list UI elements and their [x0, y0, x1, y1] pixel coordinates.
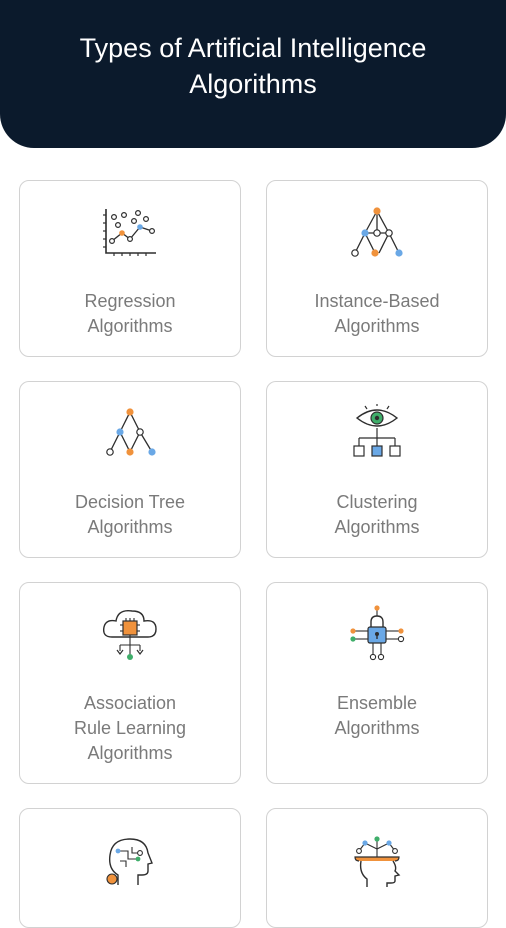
card-label: Ensemble Algorithms	[334, 693, 420, 738]
decision-tree-icon	[106, 408, 156, 456]
network-tree-icon	[351, 207, 403, 257]
page-title: Types of Artificial Intelligence Algorit…	[79, 33, 427, 99]
card-ensemble-algorithms[interactable]: Ensemble Algorithms	[266, 582, 488, 784]
card-instance-based-algorithms[interactable]: Instance-Based Algorithms	[266, 180, 488, 357]
scatter-plot-icon	[103, 209, 156, 256]
cloud-chip-icon	[102, 610, 157, 660]
brain-head-icon	[106, 838, 153, 885]
header-bar: Types of Artificial Intelligence Algorit…	[0, 0, 506, 148]
open-head-network-icon	[354, 836, 401, 887]
card-label: Regression Algorithms	[84, 291, 176, 336]
card-clustering-algorithms[interactable]: Clustering Algorithms	[266, 381, 488, 558]
card-brain-head[interactable]	[19, 808, 241, 928]
card-open-head-network[interactable]	[266, 808, 488, 928]
eye-hierarchy-icon	[353, 404, 401, 457]
lock-circuit-icon	[350, 605, 405, 661]
card-label: Decision Tree Algorithms	[74, 492, 186, 537]
card-decision-tree-algorithms[interactable]: Decision Tree Algorithms	[19, 381, 241, 558]
card-label: Clustering Algorithms	[334, 492, 420, 537]
card-label: Instance-Based Algorithms	[314, 291, 440, 336]
card-regression-algorithms[interactable]: Regression Algorithms	[19, 180, 241, 357]
card-association-rule-learning-algorithms[interactable]: Association Rule Learning Algorithms	[19, 582, 241, 784]
card-label: Association Rule Learning Algorithms	[73, 693, 187, 763]
